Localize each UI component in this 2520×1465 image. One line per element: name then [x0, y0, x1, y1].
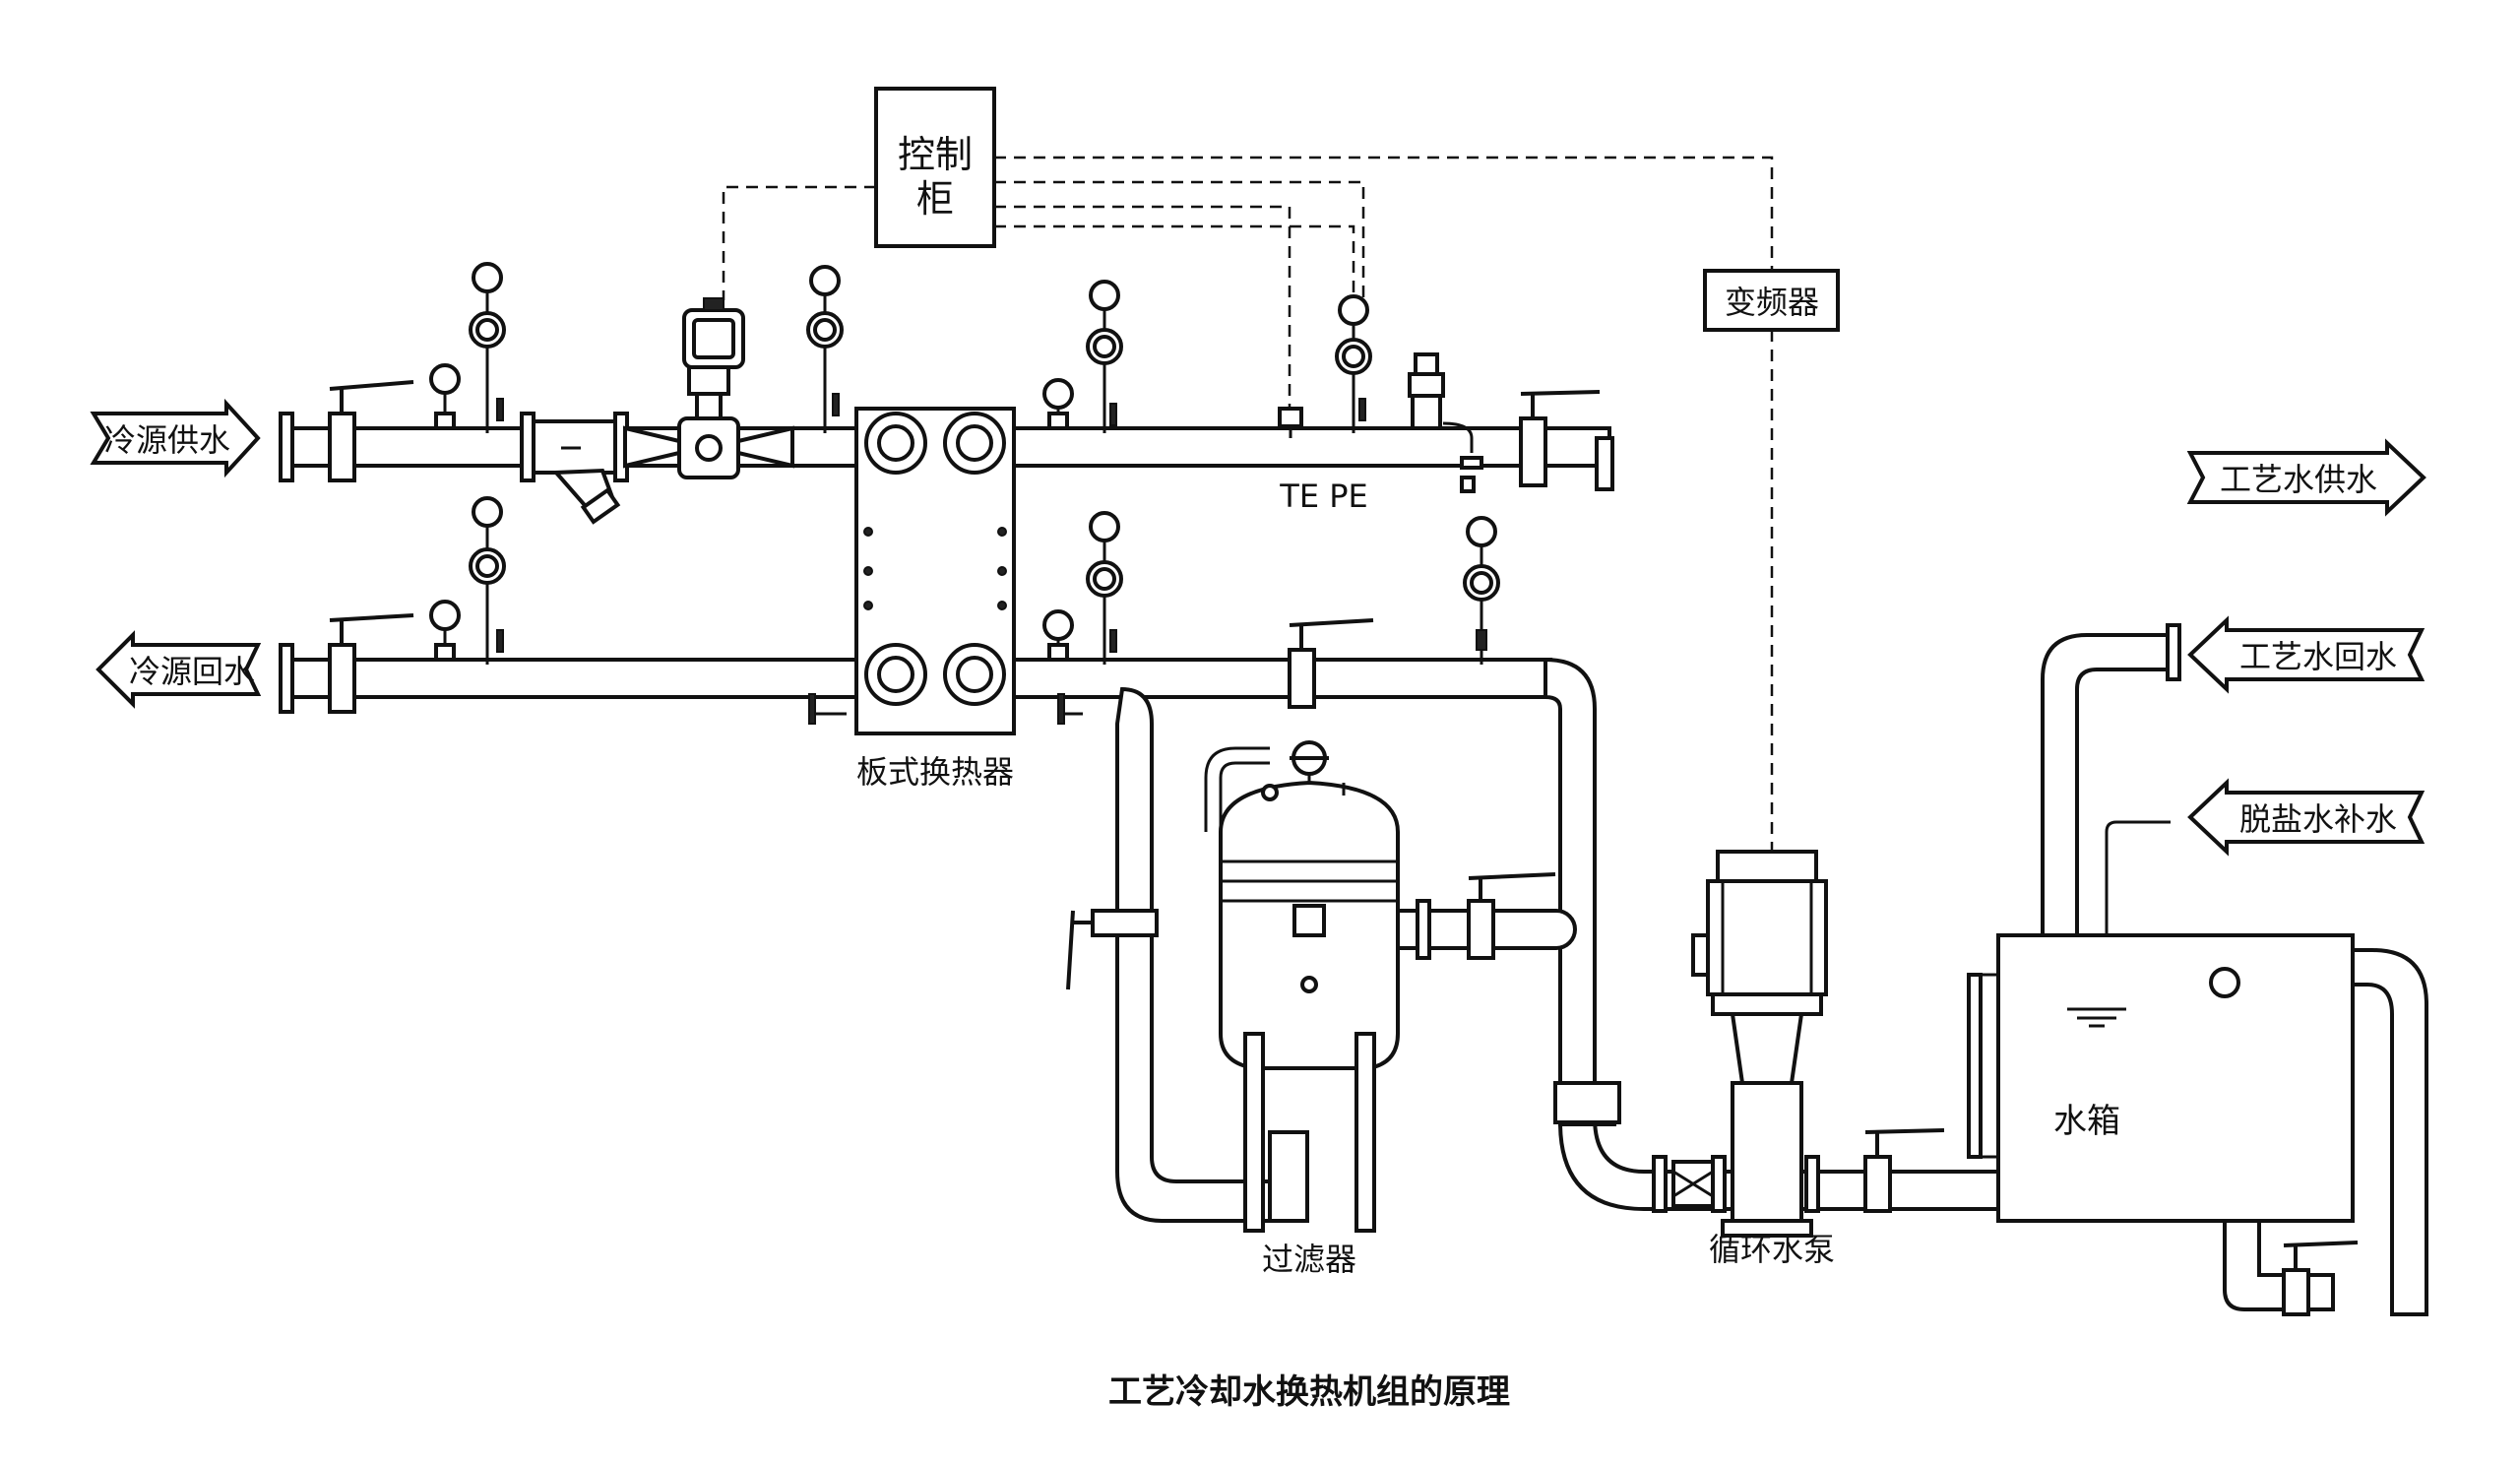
control-wiring [722, 156, 1774, 857]
cold-return-arrow: 冷源回水 [95, 630, 262, 709]
pressure-gauge-icon [1042, 609, 1074, 662]
pressure-gauge-icon [806, 265, 844, 433]
process-return-arrow: 工艺水回水 [2187, 615, 2426, 694]
vfd-label: 变频器 [1725, 284, 1819, 321]
control-valve-icon [623, 297, 794, 479]
vfd-box: 变频器 [1703, 269, 1840, 332]
control-cabinet: 控制 柜 [874, 87, 996, 248]
makeup-water-label: 脱盐水补水 [2239, 800, 2397, 838]
diagram-title: 工艺冷却水换热机组的原理 [1108, 1372, 1510, 1412]
pressure-gauge-icon [469, 496, 506, 665]
cold-supply-label: 冷源供水 [104, 421, 230, 459]
pressure-gauge-icon [1463, 516, 1500, 665]
plate-hx-label: 板式换热器 [856, 753, 1014, 791]
safety-valve-icon [1408, 352, 1483, 493]
process-supply-label: 工艺水供水 [2220, 461, 2377, 498]
pressure-gauge-icon [469, 262, 506, 433]
circulating-pump [1671, 850, 1828, 1238]
temperature-sensor-icon [1278, 407, 1303, 438]
y-strainer-icon [532, 419, 621, 525]
gate-valves [328, 380, 2359, 1316]
pressure-gauge-icon [429, 363, 461, 430]
pressure-gauge-icon [1335, 294, 1372, 433]
pump-label: 循环水泵 [1709, 1231, 1835, 1268]
process-supply-arrow: 工艺水供水 [2186, 438, 2426, 517]
pressure-gauge-icon [429, 600, 461, 662]
cold-return-label: 冷源回水 [129, 653, 255, 690]
cold-supply-arrow: 冷源供水 [90, 398, 261, 478]
te-pe-label: TE PE [1279, 478, 1367, 515]
plate-heat-exchanger [808, 407, 1083, 735]
pressure-gauge-icon [1042, 378, 1074, 430]
pressure-gauge-icon [1086, 511, 1123, 665]
filter-vessel [1219, 740, 1400, 1233]
motor-icon [1691, 850, 1828, 1016]
process-return-label: 工艺水回水 [2239, 638, 2397, 675]
tank-label: 水箱 [2053, 1102, 2120, 1141]
pressure-gauge-icon [1086, 280, 1123, 433]
water-tank [1967, 933, 2355, 1223]
control-cabinet-label-1: 控制 [898, 133, 973, 176]
pressure-gauge-icons [429, 262, 1500, 665]
makeup-water-arrow: 脱盐水补水 [2187, 778, 2426, 857]
control-cabinet-label-2: 柜 [916, 177, 954, 221]
filter-label: 过滤器 [1262, 1241, 1356, 1278]
